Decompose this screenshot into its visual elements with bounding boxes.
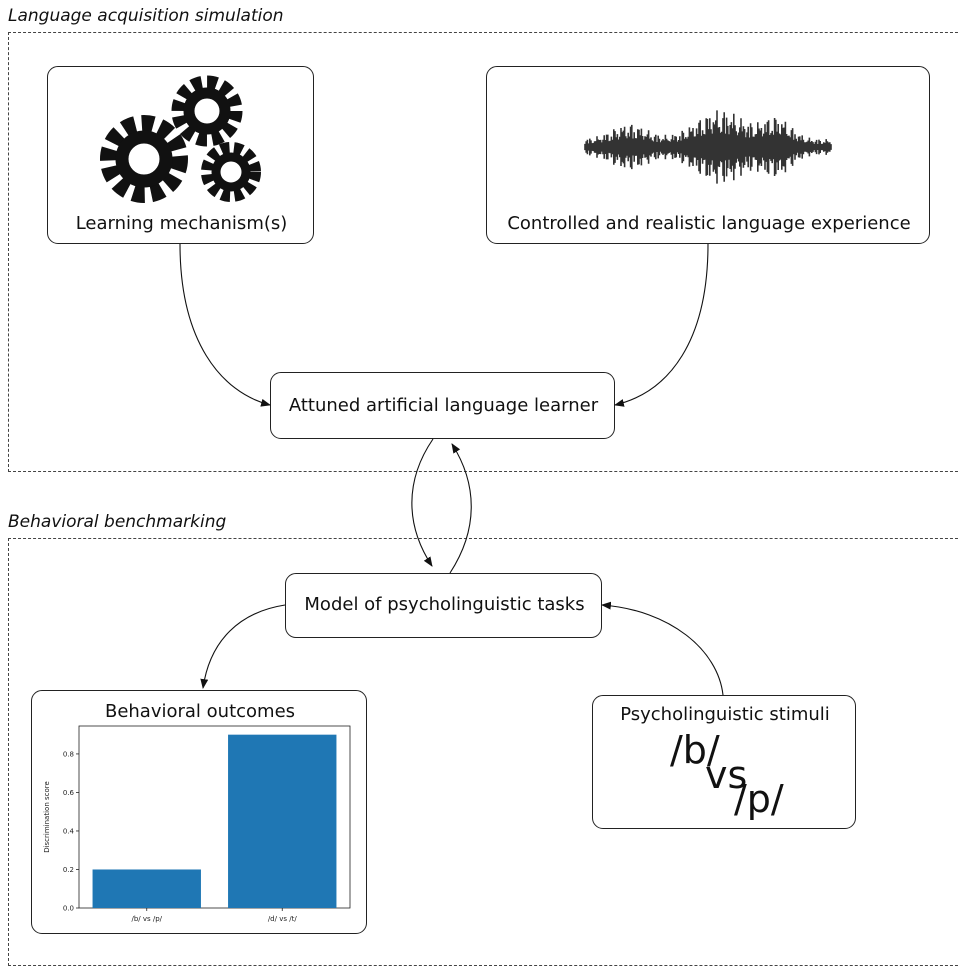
x-tick-label: /d/ vs /t/ (268, 915, 298, 923)
stimuli-vs: vs (705, 753, 748, 797)
outcomes-title: Behavioral outcomes (104, 701, 296, 722)
outcomes-bar-chart: /b/ vs /p/ /d/ vs /t/0.0 0.2 0.4 0.6 0.8Discr… (43, 725, 351, 923)
y-axis-label: Discrimination score (43, 781, 51, 853)
learner-label: Attuned artificial language learner (288, 395, 599, 416)
x-tick-label: /b/ vs /p/ (131, 915, 162, 923)
learner-box: Attuned artificial language learner (270, 372, 615, 439)
language-experience-label: Controlled and realistic language experi… (507, 213, 911, 234)
acquisition-section-frame (8, 32, 960, 472)
learning-mechanism-label: Learning mechanism(s) (75, 213, 288, 234)
gears-icon (100, 75, 261, 203)
y-tick-label: 0.0 (63, 905, 74, 913)
task-model-label: Model of psycholinguistic tasks (304, 594, 585, 615)
stimuli-label: Psycholinguistic stimuli (620, 704, 830, 725)
language-experience-box: Controlled and realistic language experi… (486, 66, 930, 244)
section-title-benchmarking: Behavioral benchmarking (8, 512, 227, 532)
plot-frame (78, 725, 351, 909)
section-title-acquisition: Language acquisition simulation (8, 6, 284, 26)
bar (228, 734, 337, 908)
learning-mechanism-box: Learning mechanism(s) (47, 66, 314, 244)
outcomes-box: Behavioral outcomes /b/ vs /p/ /d/ vs /t/… (31, 690, 367, 934)
y-tick-label: 0.4 (63, 827, 75, 835)
stimuli-box: Psycholinguistic stimuli /b/ vs /p/ (592, 695, 856, 829)
stimuli-first-phoneme: /b/ (670, 728, 720, 772)
stimuli-second-phoneme: /p/ (734, 777, 784, 821)
y-tick-label: 0.6 (63, 789, 75, 797)
y-tick-label: 0.2 (63, 866, 74, 874)
task-model-box: Model of psycholinguistic tasks (285, 573, 602, 638)
benchmarking-section-frame (8, 538, 960, 966)
bar (92, 869, 201, 908)
y-tick-label: 0.8 (63, 750, 74, 758)
waveform-icon (584, 110, 832, 184)
